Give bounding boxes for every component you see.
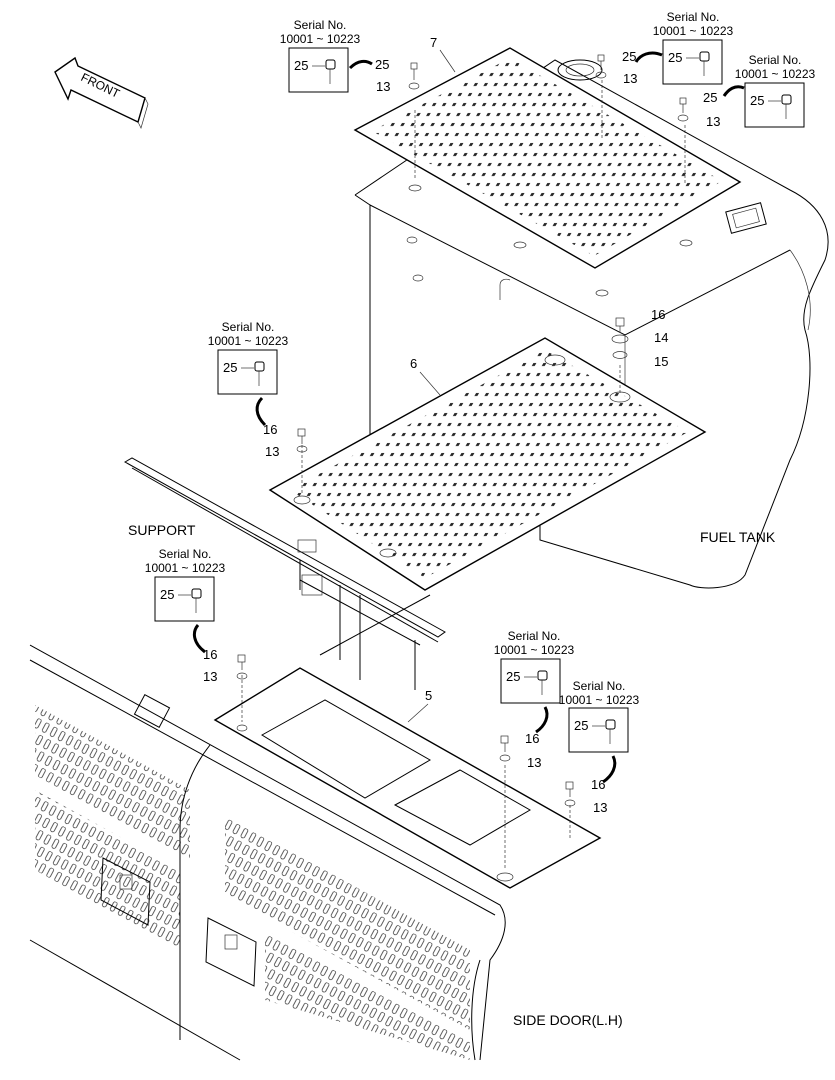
callout-25: 25 — [375, 57, 389, 72]
callout-13: 13 — [376, 79, 390, 94]
serial-range: 10001 ~ 10223 — [559, 693, 640, 707]
serial-box: Serial No.10001 ~ 10223 25 — [145, 547, 226, 654]
callout-16: 16 — [651, 307, 665, 322]
serial-part-number: 25 — [506, 669, 520, 684]
plate-7: 7 — [353, 35, 742, 269]
serial-inset — [568, 707, 629, 753]
pointer-arrow — [535, 706, 549, 734]
callout-13: 13 — [593, 800, 607, 815]
callout-16: 16 — [591, 777, 605, 792]
serial-inset — [662, 39, 723, 85]
serial-title: Serial No. — [508, 629, 561, 643]
serial-inset — [217, 349, 278, 395]
callout-16: 16 — [525, 731, 539, 746]
callout-13: 13 — [265, 444, 279, 459]
serial-part-number: 25 — [750, 93, 764, 108]
pointer-arrow — [602, 755, 617, 784]
serial-title: Serial No. — [749, 53, 802, 67]
pointer-arrow — [348, 59, 373, 70]
plate-6: 6 — [268, 337, 707, 591]
pointer-arrow — [722, 85, 745, 97]
serial-range: 10001 ~ 10223 — [208, 334, 289, 348]
serial-box: Serial No.10001 ~ 10223 25 — [722, 53, 816, 128]
side-door: SIDE DOOR(L.H) — [29, 644, 623, 1061]
bolt-icon — [191, 588, 202, 599]
bolt-icon — [325, 59, 336, 70]
callout-7: 7 — [430, 35, 437, 50]
callout-16: 16 — [263, 422, 277, 437]
fuel-tank-label: FUEL TANK — [700, 529, 776, 545]
serial-part-number: 25 — [574, 718, 588, 733]
serial-title: Serial No. — [159, 547, 212, 561]
serial-part-number: 25 — [668, 50, 682, 65]
serial-inset — [500, 658, 561, 704]
serial-box: Serial No.10001 ~ 10223 25 — [559, 679, 640, 784]
serial-part-number: 25 — [294, 58, 308, 73]
bolt-group-plate-7: 25 13 25 13 25 13 — [375, 49, 720, 129]
callout-16: 16 — [203, 647, 217, 662]
serial-title: Serial No. — [222, 320, 275, 334]
callout-14: 14 — [654, 330, 668, 345]
callout-25: 25 — [703, 90, 717, 105]
serial-range: 10001 ~ 10223 — [653, 24, 734, 38]
fuel-tank: FUEL TANK — [354, 59, 829, 589]
callout-13: 13 — [623, 71, 637, 86]
pointer-arrow — [255, 396, 267, 427]
serial-range: 10001 ~ 10223 — [280, 32, 361, 46]
support-bracket: SUPPORT — [123, 457, 446, 690]
bolt-icon — [781, 94, 792, 105]
serial-part-number: 25 — [223, 360, 237, 375]
serial-range: 10001 ~ 10223 — [735, 67, 816, 81]
serial-title: Serial No. — [667, 10, 720, 24]
callout-15: 15 — [654, 354, 668, 369]
callout-5: 5 — [425, 688, 432, 703]
bolt-icon — [605, 719, 616, 730]
callout-25: 25 — [622, 49, 636, 64]
callout-6: 6 — [410, 356, 417, 371]
front-arrow: FRONT — [54, 56, 149, 129]
callout-13: 13 — [527, 755, 541, 770]
serial-box: Serial No.10001 ~ 10223 25 — [494, 629, 575, 734]
bolt-group-plate-6: 16 14 15 16 13 — [263, 307, 668, 459]
serial-box: Serial No.10001 ~ 10223 25 — [208, 320, 289, 427]
support-label: SUPPORT — [128, 522, 196, 538]
callout-13: 13 — [203, 669, 217, 684]
serial-inset — [154, 576, 215, 622]
pointer-arrow — [192, 624, 206, 654]
callout-13: 13 — [706, 114, 720, 129]
bolt-icon — [254, 361, 265, 372]
serial-box: Serial No.10001 ~ 10223 25 — [280, 18, 373, 93]
serial-inset — [288, 47, 349, 93]
side-door-label: SIDE DOOR(L.H) — [513, 1012, 623, 1028]
pointer-arrow — [634, 51, 663, 63]
bolt-group-plate-5: 16 13 16 13 16 13 — [203, 647, 607, 815]
serial-title: Serial No. — [573, 679, 626, 693]
serial-range: 10001 ~ 10223 — [145, 561, 226, 575]
serial-range: 10001 ~ 10223 — [494, 643, 575, 657]
serial-box: Serial No.10001 ~ 10223 25 — [634, 10, 734, 85]
bolt-icon — [537, 670, 548, 681]
serial-title: Serial No. — [294, 18, 347, 32]
serial-inset — [744, 82, 805, 128]
serial-part-number: 25 — [160, 587, 174, 602]
bolt-icon — [699, 51, 710, 62]
plate-5: 5 — [213, 667, 602, 889]
